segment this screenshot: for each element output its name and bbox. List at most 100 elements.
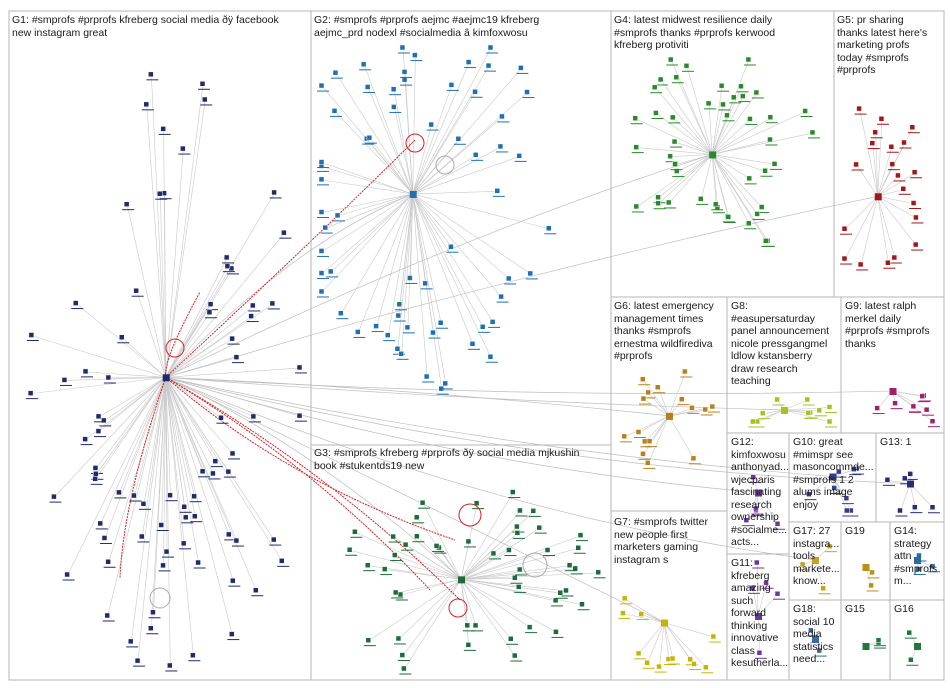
edge-G6 [624, 415, 670, 438]
inter-group-edge [165, 376, 785, 411]
node-G2 [322, 224, 328, 231]
panel-frame-G12 [726, 432, 790, 555]
node-layer [26, 44, 940, 675]
node-G3 [511, 652, 518, 659]
edge-G5 [860, 196, 879, 266]
node-G7 [638, 611, 644, 617]
node-G2 [318, 82, 325, 89]
node-G4 [665, 199, 672, 206]
node-G9 [923, 406, 930, 413]
node-G2 [422, 280, 428, 287]
node-G1 [183, 514, 189, 521]
node-G4 [738, 83, 744, 90]
node-G3 [419, 499, 426, 506]
edge-G2 [412, 47, 492, 195]
node-G4 [724, 112, 730, 119]
node-G3 [579, 601, 585, 607]
node-G4 [762, 167, 768, 174]
edge-G2 [397, 193, 414, 350]
node-G3 [553, 629, 559, 635]
edge-G12 [757, 492, 779, 525]
edge-G12 [746, 492, 759, 521]
hub-node-G14 [914, 557, 921, 564]
edge-G1 [95, 377, 166, 469]
edge-G1 [165, 377, 217, 462]
edge-G1 [165, 377, 234, 455]
node-G1 [253, 587, 259, 593]
edge-G11 [757, 593, 779, 617]
node-G7 [620, 610, 626, 616]
node-G1 [82, 436, 88, 442]
edge-G1 [165, 338, 233, 378]
edge-G2 [412, 92, 476, 195]
edge-G4 [711, 92, 758, 155]
node-G2 [485, 62, 492, 69]
edge-G2 [412, 146, 502, 195]
edge-G13 [909, 483, 934, 508]
node-G13 [884, 477, 891, 483]
edge-G4 [711, 154, 750, 224]
edge-G4 [676, 77, 713, 155]
node-G2 [469, 341, 476, 347]
node-G3 [399, 652, 406, 658]
node-G4 [671, 138, 678, 145]
node-G3 [510, 489, 516, 495]
node-G2 [448, 82, 455, 88]
node-G3 [526, 624, 533, 630]
inter-group-edge [165, 376, 816, 561]
edge-G3 [422, 503, 462, 580]
edge-G3 [460, 550, 549, 580]
node-G2 [391, 104, 397, 110]
inter-group-edge [165, 154, 713, 378]
self-loop [165, 338, 185, 358]
node-G7 [703, 664, 709, 671]
node-G19 [868, 582, 874, 589]
edge-G2 [412, 193, 510, 280]
hub-node-G11 [755, 613, 762, 620]
node-G13 [912, 504, 918, 510]
edge-G1 [31, 377, 166, 394]
node-G4 [655, 200, 661, 206]
node-G7 [687, 656, 693, 663]
node-G1 [72, 300, 79, 306]
node-G1 [192, 513, 198, 519]
edge-G1 [165, 377, 283, 562]
edge-G2 [412, 193, 531, 275]
node-G4 [754, 211, 760, 217]
node-G1 [270, 536, 277, 543]
node-G3 [508, 636, 514, 642]
node-G3 [544, 547, 551, 553]
node-G4 [767, 114, 774, 120]
edge-G5 [877, 196, 917, 219]
node-G1 [131, 492, 137, 499]
hub-node-G4 [709, 151, 717, 159]
edge-G4 [686, 66, 713, 155]
inter-group-edge [165, 376, 833, 477]
node-G5 [910, 200, 917, 206]
inter-group-edge [165, 376, 670, 417]
edge-G8 [783, 409, 831, 423]
edge-G1 [165, 99, 206, 378]
node-G9 [892, 400, 898, 406]
edge-G1 [163, 129, 167, 378]
edge-G3 [460, 568, 576, 580]
edge-G8 [783, 409, 809, 414]
edge-G3 [350, 549, 462, 580]
node-G1 [28, 332, 35, 338]
node-G10 [843, 507, 850, 514]
node-G7 [644, 659, 650, 666]
node-G1 [229, 631, 235, 637]
edge-G4 [711, 154, 763, 208]
node-G1 [224, 263, 231, 269]
node-G1 [199, 468, 206, 475]
hub-node-G18 [812, 636, 819, 643]
inter-group-edge [165, 376, 665, 623]
edge-G2 [407, 193, 414, 328]
node-G1 [199, 81, 206, 87]
edge-G1 [165, 377, 199, 564]
node-G18 [808, 627, 814, 634]
edge-G3 [460, 579, 557, 633]
edge-G1 [165, 377, 194, 656]
node-G11 [756, 650, 763, 656]
node-G2 [331, 108, 338, 114]
